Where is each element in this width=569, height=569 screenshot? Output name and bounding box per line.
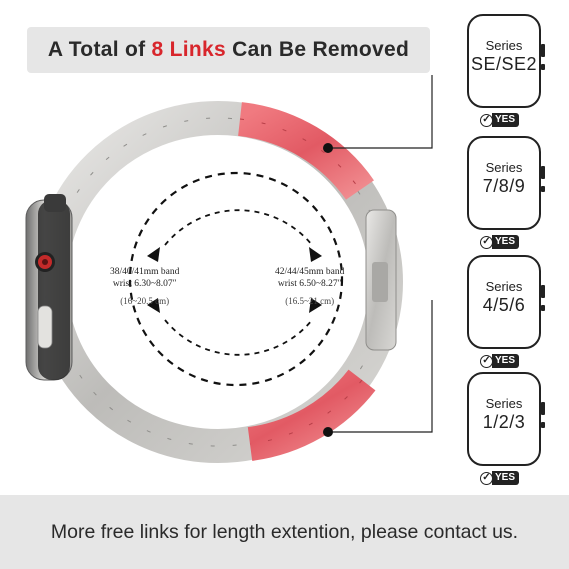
yes-badge: ✓ YES [480, 112, 520, 128]
arrow-head-icon [309, 298, 322, 313]
size-arrows [147, 209, 322, 356]
yes-label: YES [492, 354, 520, 368]
left-band-size: 38/40/41mm band [110, 267, 180, 277]
removable-links-highlight [237, 102, 376, 461]
left-band-wrist: wrist 6.30~8.07″ [112, 279, 177, 289]
watch-band-illustration [25, 75, 433, 463]
watch-outline-icon [467, 136, 541, 230]
arrow-head-icon [309, 247, 322, 262]
series-models: 7/8/9 [482, 176, 526, 196]
right-band-wrist: wrist 6.50~8.27″ [277, 279, 342, 289]
series-models: 1/2/3 [482, 412, 526, 432]
yes-label: YES [492, 235, 520, 249]
series-models: 4/5/6 [482, 295, 526, 315]
right-band-cm: (16.5~21 cm) [285, 296, 335, 306]
yes-badge: ✓ YES [480, 353, 520, 369]
headline-prefix: A Total of [47, 38, 146, 61]
arrow-head-icon [147, 298, 160, 313]
watch-outline-icon [467, 255, 541, 349]
right-band-size: 42/44/45mm band [275, 267, 345, 277]
headline-suffix: Can Be Removed [232, 38, 410, 61]
yes-label: YES [492, 471, 520, 485]
yes-badge: ✓ YES [480, 234, 520, 250]
yes-badge: ✓ YES [480, 470, 520, 486]
clasp [365, 209, 397, 351]
footer-banner: More free links for length extention, pl… [0, 495, 569, 569]
watch-case [25, 194, 73, 381]
series-word: Series [485, 160, 523, 175]
arrow-head-icon [147, 247, 160, 262]
check-icon: ✓ [480, 354, 493, 368]
headline-banner: A Total of 8 Links Can Be Removed [27, 27, 430, 73]
yes-label: YES [492, 113, 520, 127]
size-circle-dashed [128, 171, 344, 387]
series-word: Series [485, 279, 523, 294]
headline-highlight: 8 Links [151, 38, 227, 61]
watch-outline-icon [467, 14, 541, 108]
footer-text: More free links for length extention, pl… [50, 520, 519, 543]
watch-outline-icon [467, 372, 541, 466]
series-word: Series [485, 396, 523, 411]
right-band-label: 42/44/45mm band wrist 6.50~8.27″ (16.5~2… [275, 266, 344, 307]
left-band-cm: (16~20.5 cm) [120, 296, 170, 306]
series-word: Series [485, 38, 523, 53]
left-band-label: 38/40/41mm band wrist 6.30~8.07″ (16~20.… [110, 266, 179, 307]
connector-lines [323, 75, 433, 437]
series-models: SE/SE2 [470, 54, 538, 74]
